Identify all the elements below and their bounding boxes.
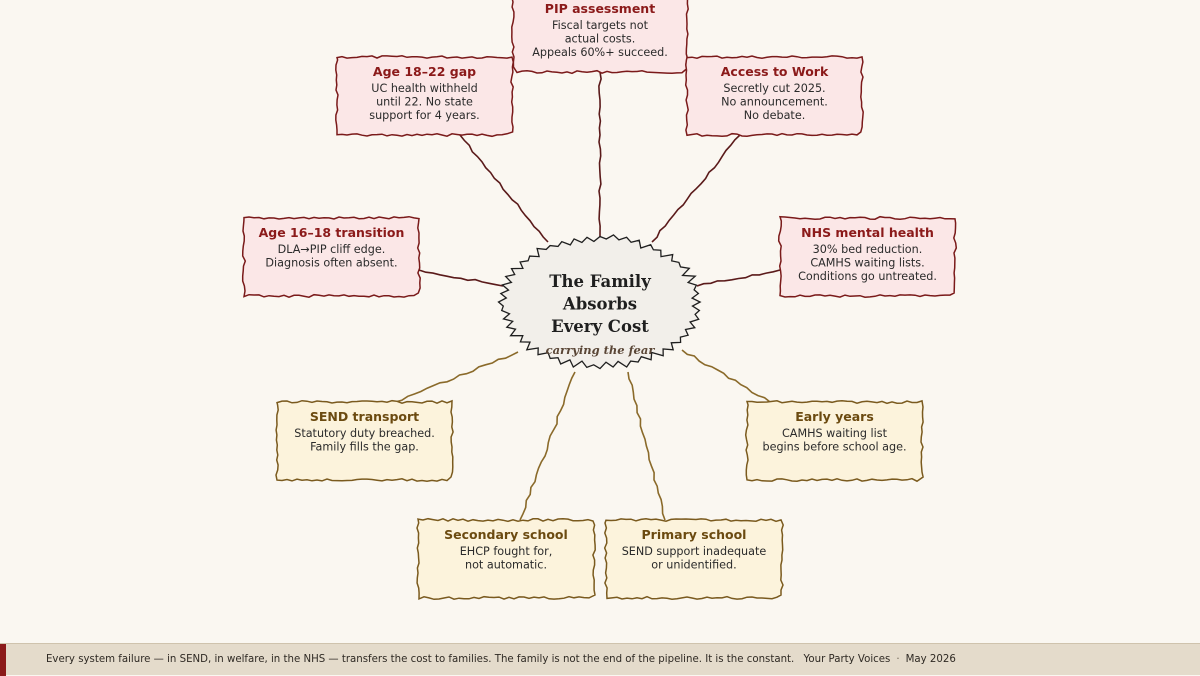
node-box [335, 55, 515, 138]
node-title: Primary school [642, 527, 747, 542]
node-description-line: 30% bed reduction. [813, 243, 923, 256]
node-title: NHS mental health [801, 225, 934, 240]
node-title: PIP assessment [545, 1, 655, 16]
node-description-line: Fiscal targets not [552, 19, 649, 32]
hub-title-line: Absorbs [562, 295, 637, 314]
footer-statement: Every system failure — in SEND, in welfa… [46, 654, 795, 665]
node-box [744, 399, 924, 483]
node-description-line: Statutory duty breached. [294, 427, 435, 440]
node-description-line: EHCP fought for, [460, 545, 553, 558]
footer-separator: · [896, 654, 900, 665]
node-description-line: Diagnosis often absent. [265, 257, 397, 270]
hub-shape [497, 234, 702, 370]
node-box [241, 215, 421, 299]
node-description-line: actual costs. [565, 33, 636, 46]
node-description-line: Secretly cut 2025. [723, 82, 825, 95]
node-description-line: Family fills the gap. [310, 441, 419, 454]
connector-send-transport [394, 351, 519, 403]
connector-age-18-22-gap [459, 134, 549, 243]
node-title: Age 18–22 gap [373, 64, 476, 79]
node-box [275, 399, 454, 482]
connector-early-years [681, 349, 771, 403]
connector-pip-assessment [598, 71, 602, 240]
node-description-line: CAMHS waiting lists. [810, 257, 924, 270]
node-description-line: Appeals 60%+ succeed. [532, 46, 668, 59]
node-description-line: until 22. No state [376, 96, 473, 109]
node-box [684, 55, 864, 138]
node-description-line: Conditions go untreated. [798, 270, 937, 283]
node-title: Access to Work [721, 64, 829, 79]
node-box [603, 518, 784, 600]
node-title: Age 16–18 transition [259, 225, 405, 240]
node-box [416, 517, 596, 601]
node-title: SEND transport [310, 409, 419, 424]
node-nhs-mental-health: NHS mental health 30% bed reduction.CAMHS… [777, 215, 958, 298]
hub-subtitle: carrying the fear [546, 343, 656, 357]
footer-source: Your Party Voices [803, 654, 891, 665]
connector-nhs-mental-health [696, 269, 781, 287]
node-title: Secondary school [444, 527, 568, 542]
node-description-line: DLA→PIP cliff edge. [278, 243, 386, 256]
hub-title-line: Every Cost [551, 317, 649, 336]
footer-text: Every system failure — in SEND, in welfa… [46, 654, 956, 665]
footer-date: May 2026 [905, 654, 956, 665]
connectors [394, 71, 781, 521]
connector-secondary-school [519, 371, 576, 521]
node-description-line: No announcement. [721, 96, 828, 109]
connector-access-to-work [651, 134, 741, 243]
node-description-line: CAMHS waiting list [782, 427, 888, 440]
footer: Every system failure — in SEND, in welfa… [0, 643, 1200, 676]
node-box [777, 215, 958, 298]
connector-age-16-18-transition [418, 269, 504, 287]
node-description-line: begins before school age. [762, 441, 906, 454]
node-description-line: UC health withheld [371, 82, 477, 95]
node-description-line: not automatic. [465, 559, 547, 572]
node-description-line: SEND support inadequate [622, 545, 767, 558]
node-description-line: No debate. [744, 109, 806, 122]
footer-accent-bar [0, 644, 6, 676]
hub-title-line: The Family [549, 272, 651, 291]
node-description-line: or unidentified. [651, 559, 736, 572]
connector-primary-school [627, 371, 666, 521]
node-description-line: support for 4 years. [369, 109, 479, 122]
node-title: Early years [795, 409, 874, 424]
node-box [511, 0, 689, 75]
